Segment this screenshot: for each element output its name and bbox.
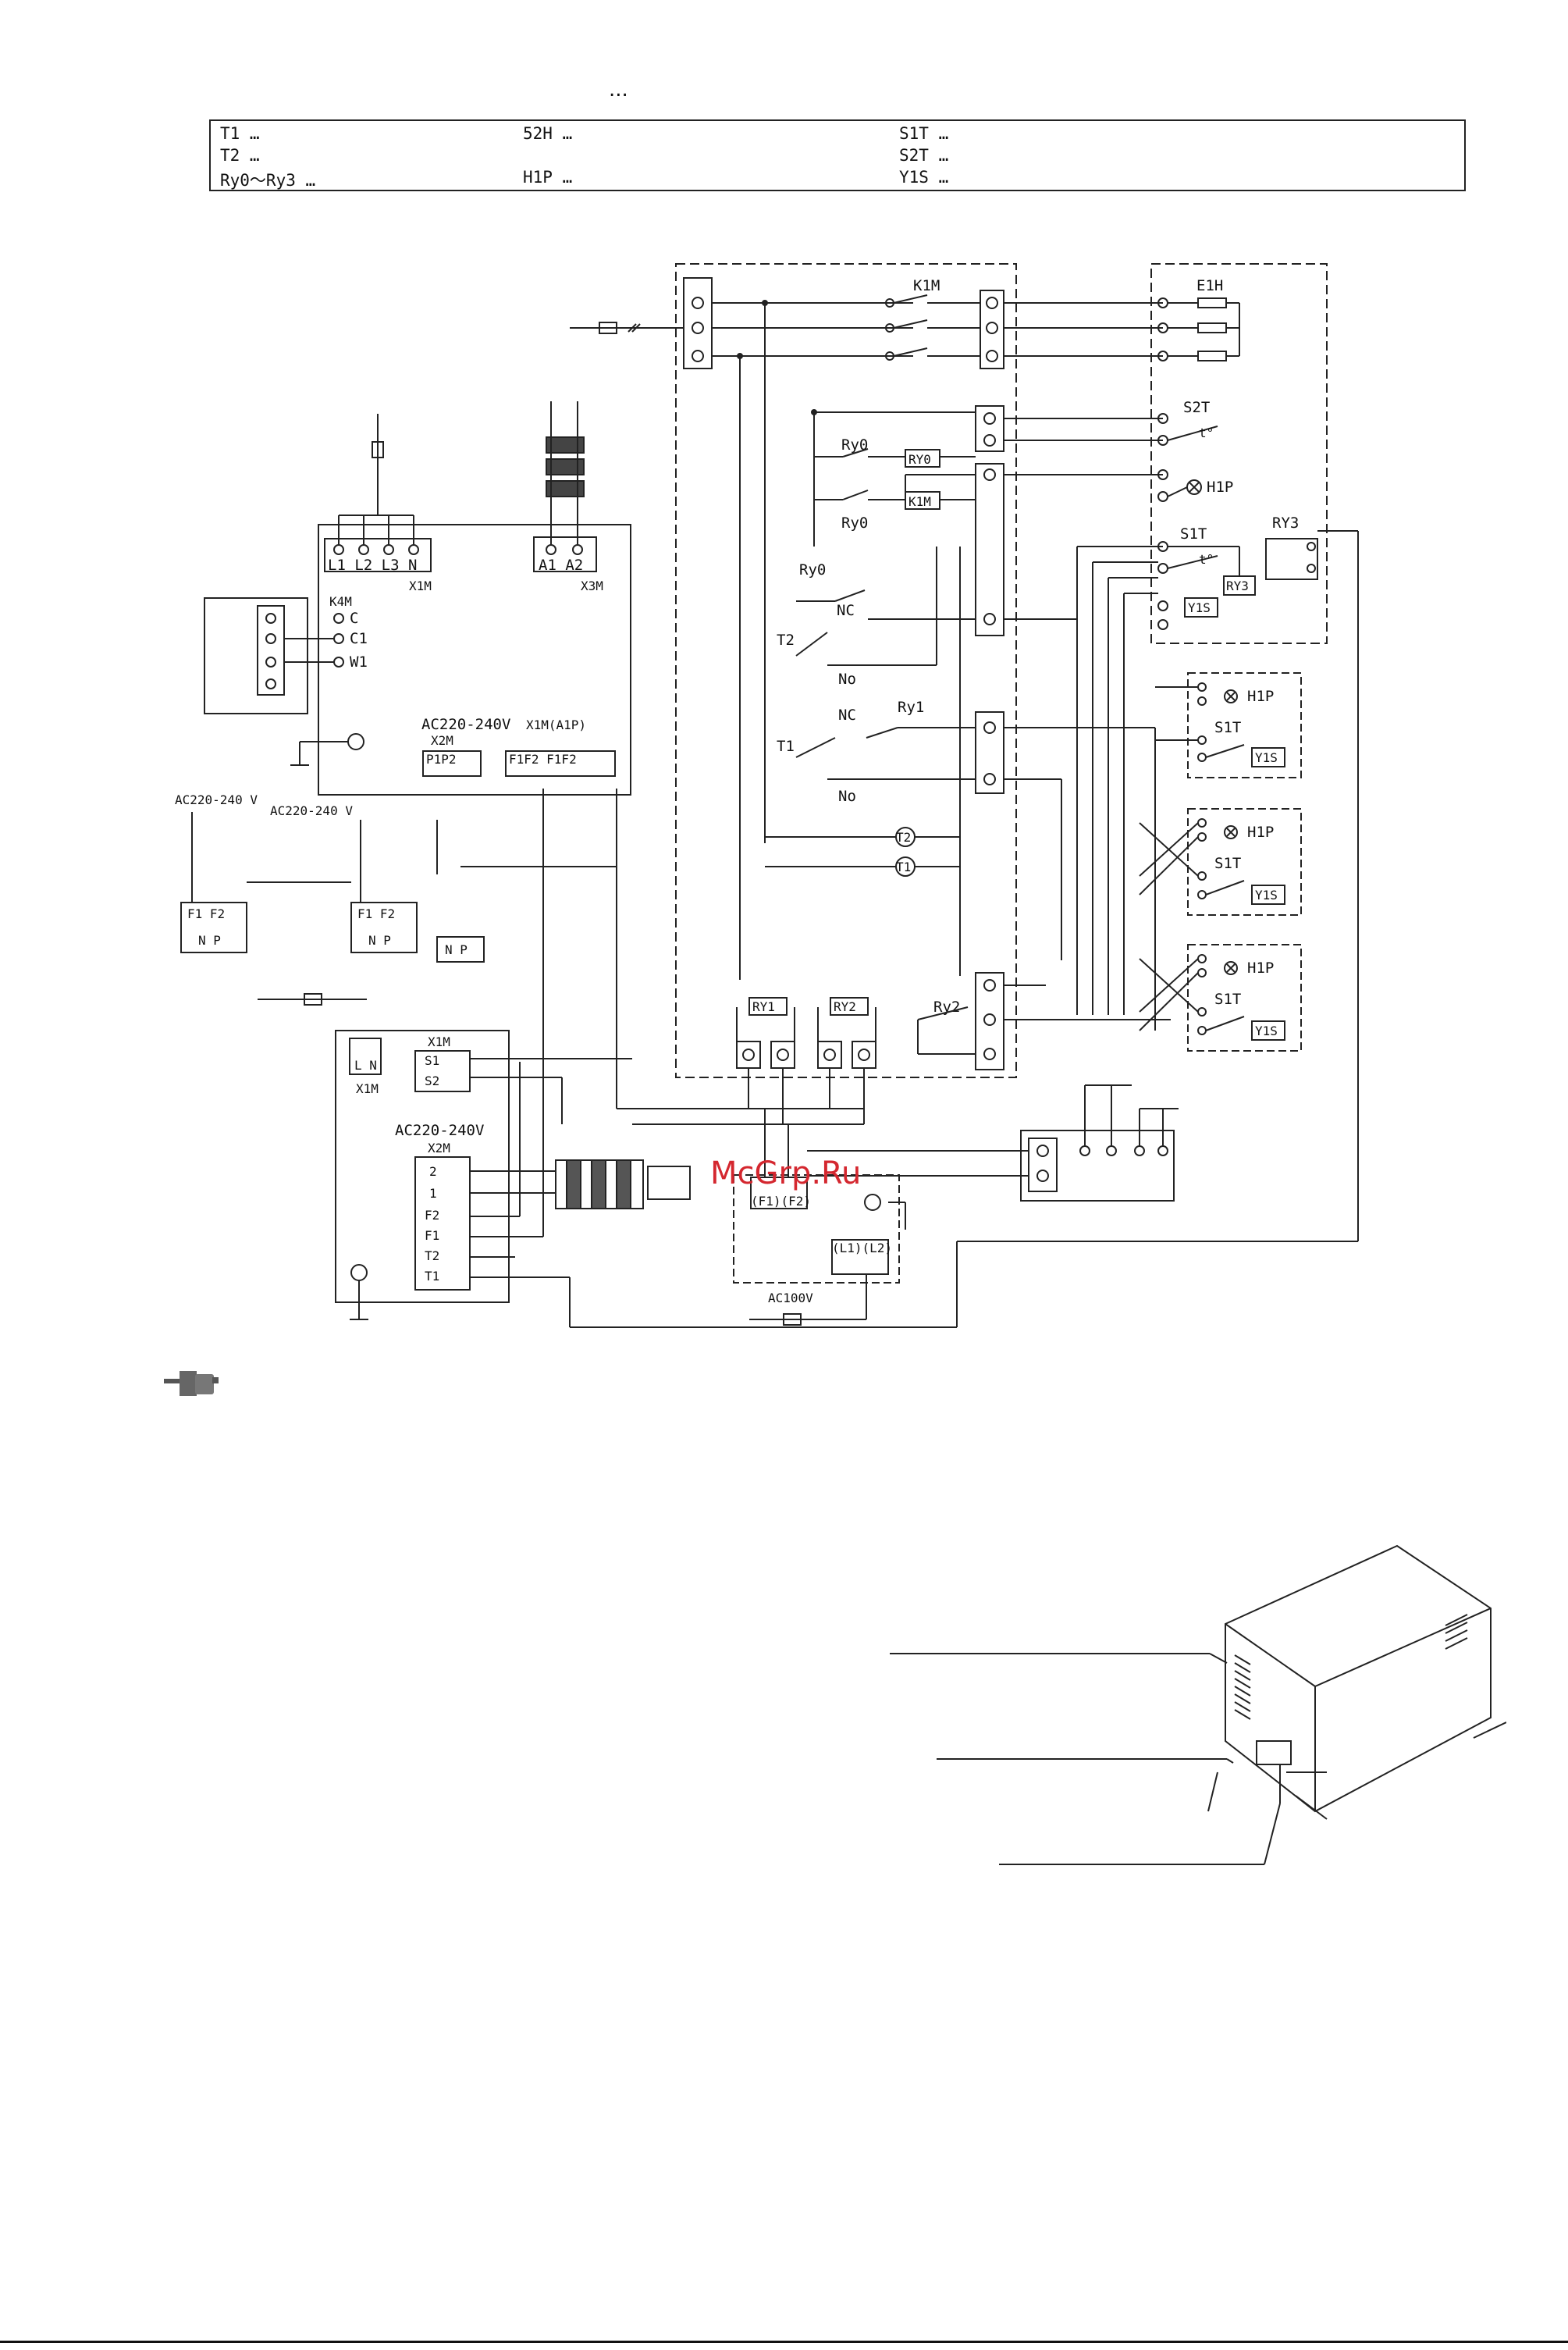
ry2-coil: RY2 bbox=[834, 999, 856, 1014]
indoor-np-1: N P bbox=[198, 933, 221, 948]
terminal-t2: T2 bbox=[425, 1248, 439, 1263]
ac220-label-1: AC220-240V bbox=[421, 716, 510, 733]
terminal-s2: S2 bbox=[425, 1074, 439, 1088]
x1m-label-2: X1M bbox=[356, 1081, 379, 1096]
e1h-label: E1H bbox=[1196, 277, 1223, 294]
s1t-label-3: S1T bbox=[1214, 991, 1241, 1008]
legend-h1p: H1P … bbox=[523, 168, 573, 187]
k1m-label: K1M bbox=[913, 277, 940, 294]
vent-grille-side bbox=[1445, 1614, 1468, 1650]
y1s-coil-3: Y1S bbox=[1255, 1024, 1278, 1038]
indoor-f-1: F1 F2 bbox=[187, 906, 225, 921]
terminal-c: C bbox=[350, 610, 358, 627]
ry1-label: Ry1 bbox=[898, 699, 924, 716]
legend-t1: T1 … bbox=[220, 124, 260, 143]
ry0-label-3: Ry0 bbox=[799, 561, 826, 579]
adapter-ff-terminals: (F1)(F2) bbox=[751, 1194, 811, 1209]
footer-rule bbox=[0, 2341, 1568, 2343]
terminal-ln: L N bbox=[354, 1058, 377, 1073]
heater-enclosure bbox=[1150, 263, 1328, 644]
ry3-coil: RY3 bbox=[1226, 579, 1249, 593]
h1p-label-2: H1P bbox=[1247, 824, 1274, 841]
x2m-label-1: X2M bbox=[431, 733, 453, 748]
x2m-label-2: X2M bbox=[428, 1141, 450, 1155]
terminals-a: A1 A2 bbox=[539, 557, 583, 574]
ry0-label-1: Ry0 bbox=[841, 436, 868, 454]
k1m-coil: K1M bbox=[908, 494, 931, 509]
terminal-s1: S1 bbox=[425, 1053, 439, 1068]
ground-icon bbox=[347, 733, 364, 750]
legend-52h: 52H … bbox=[523, 124, 573, 143]
ac220-label-2: AC220-240V bbox=[395, 1122, 484, 1139]
header-dots: ... bbox=[609, 78, 628, 101]
unit-enclosure-2 bbox=[1187, 808, 1302, 916]
ac220v-label-1: AC220-240 V bbox=[175, 792, 258, 807]
terminal-f1: F1 bbox=[425, 1228, 439, 1243]
unit-illustration bbox=[890, 1544, 1506, 1865]
terminals-f: F1F2 F1F2 bbox=[509, 752, 577, 767]
terminal-t1: T1 bbox=[425, 1269, 439, 1284]
wiring-diagram: K1M E1H S2T t° Ry0 RY0 K1M Ry0 H1P bbox=[175, 263, 1359, 1328]
x1m-a1p-label: X1M(A1P) bbox=[526, 717, 586, 732]
svg-text:t°: t° bbox=[1199, 425, 1214, 440]
indoor-f-2: F1 F2 bbox=[357, 906, 395, 921]
legend-y1s: Y1S … bbox=[899, 168, 949, 187]
no-label-1: No bbox=[838, 671, 856, 688]
k4m-label: K4M bbox=[329, 594, 352, 609]
t2-sensor: T2 bbox=[896, 830, 911, 845]
watermark: McGrp.Ru bbox=[710, 1155, 862, 1191]
terminal-f2: F2 bbox=[425, 1208, 439, 1223]
indoor-np-2: N P bbox=[368, 933, 391, 948]
x1m-label-1: X1M bbox=[409, 579, 432, 593]
s1t-label-2: S1T bbox=[1214, 855, 1241, 872]
terminal-2: 2 bbox=[429, 1164, 437, 1179]
terminal-1: 1 bbox=[429, 1186, 437, 1201]
ac220v-label-2: AC220-240 V bbox=[270, 803, 353, 818]
nc-label-2: NC bbox=[838, 707, 856, 724]
y1s-coil-1: Y1S bbox=[1255, 750, 1278, 765]
h1p-label-3: H1P bbox=[1247, 960, 1274, 977]
indoor-np-3: N P bbox=[445, 942, 468, 957]
unit-enclosure-1 bbox=[1187, 672, 1302, 778]
legend-ry: Ry0～Ry3 … bbox=[220, 171, 316, 190]
t1-sensor: T1 bbox=[896, 860, 911, 874]
legend-t2: T2 … bbox=[220, 146, 260, 165]
h1p-label-1: H1P bbox=[1247, 688, 1274, 705]
outdoor-unit-pcb bbox=[318, 524, 631, 796]
y1s-coil-top: Y1S bbox=[1188, 600, 1211, 615]
ry1-coil: RY1 bbox=[752, 999, 775, 1014]
legend-s2t: S2T … bbox=[899, 146, 949, 165]
s1t-label-1: S1T bbox=[1214, 719, 1241, 736]
t2-label-1: T2 bbox=[777, 632, 795, 649]
nc-label-1: NC bbox=[837, 602, 855, 619]
terminals-p: P1P2 bbox=[426, 752, 457, 767]
main-enclosure bbox=[675, 263, 1017, 1078]
x3m-label: X3M bbox=[581, 579, 603, 593]
hand-pointer-icon bbox=[164, 1371, 219, 1396]
s1t-label-top: S1T bbox=[1180, 525, 1207, 543]
ry0-coil: RY0 bbox=[908, 452, 931, 467]
legend-s1t: S1T … bbox=[899, 124, 949, 143]
ry3-label: RY3 bbox=[1272, 515, 1299, 532]
ac100-label: AC100V bbox=[768, 1291, 813, 1305]
terminal-c1: C1 bbox=[350, 630, 368, 647]
unit-enclosure-3 bbox=[1187, 944, 1302, 1052]
svg-text:t°: t° bbox=[1199, 552, 1214, 567]
terminals-l-n: L1 L2 L3 N bbox=[328, 557, 417, 574]
y1s-coil-2: Y1S bbox=[1255, 888, 1278, 903]
no-label-2: No bbox=[838, 788, 856, 805]
vent-grille-front bbox=[1234, 1654, 1251, 1720]
adapter-ll-terminals: (L1)(L2) bbox=[832, 1241, 892, 1255]
power-terminal-block bbox=[683, 277, 713, 369]
x1m-label-3: X1M bbox=[428, 1034, 450, 1049]
h1p-label-top: H1P bbox=[1207, 479, 1233, 496]
terminal-w1: W1 bbox=[350, 653, 368, 671]
lower-left-unit bbox=[335, 1030, 510, 1303]
t1-label-1: T1 bbox=[777, 738, 795, 755]
s2t-label: S2T bbox=[1183, 399, 1210, 416]
legend-table: T1 … 52H … S1T … T2 … S2T … Ry0～Ry3 … H1… bbox=[209, 119, 1466, 191]
ry0-label-2: Ry0 bbox=[841, 515, 868, 532]
